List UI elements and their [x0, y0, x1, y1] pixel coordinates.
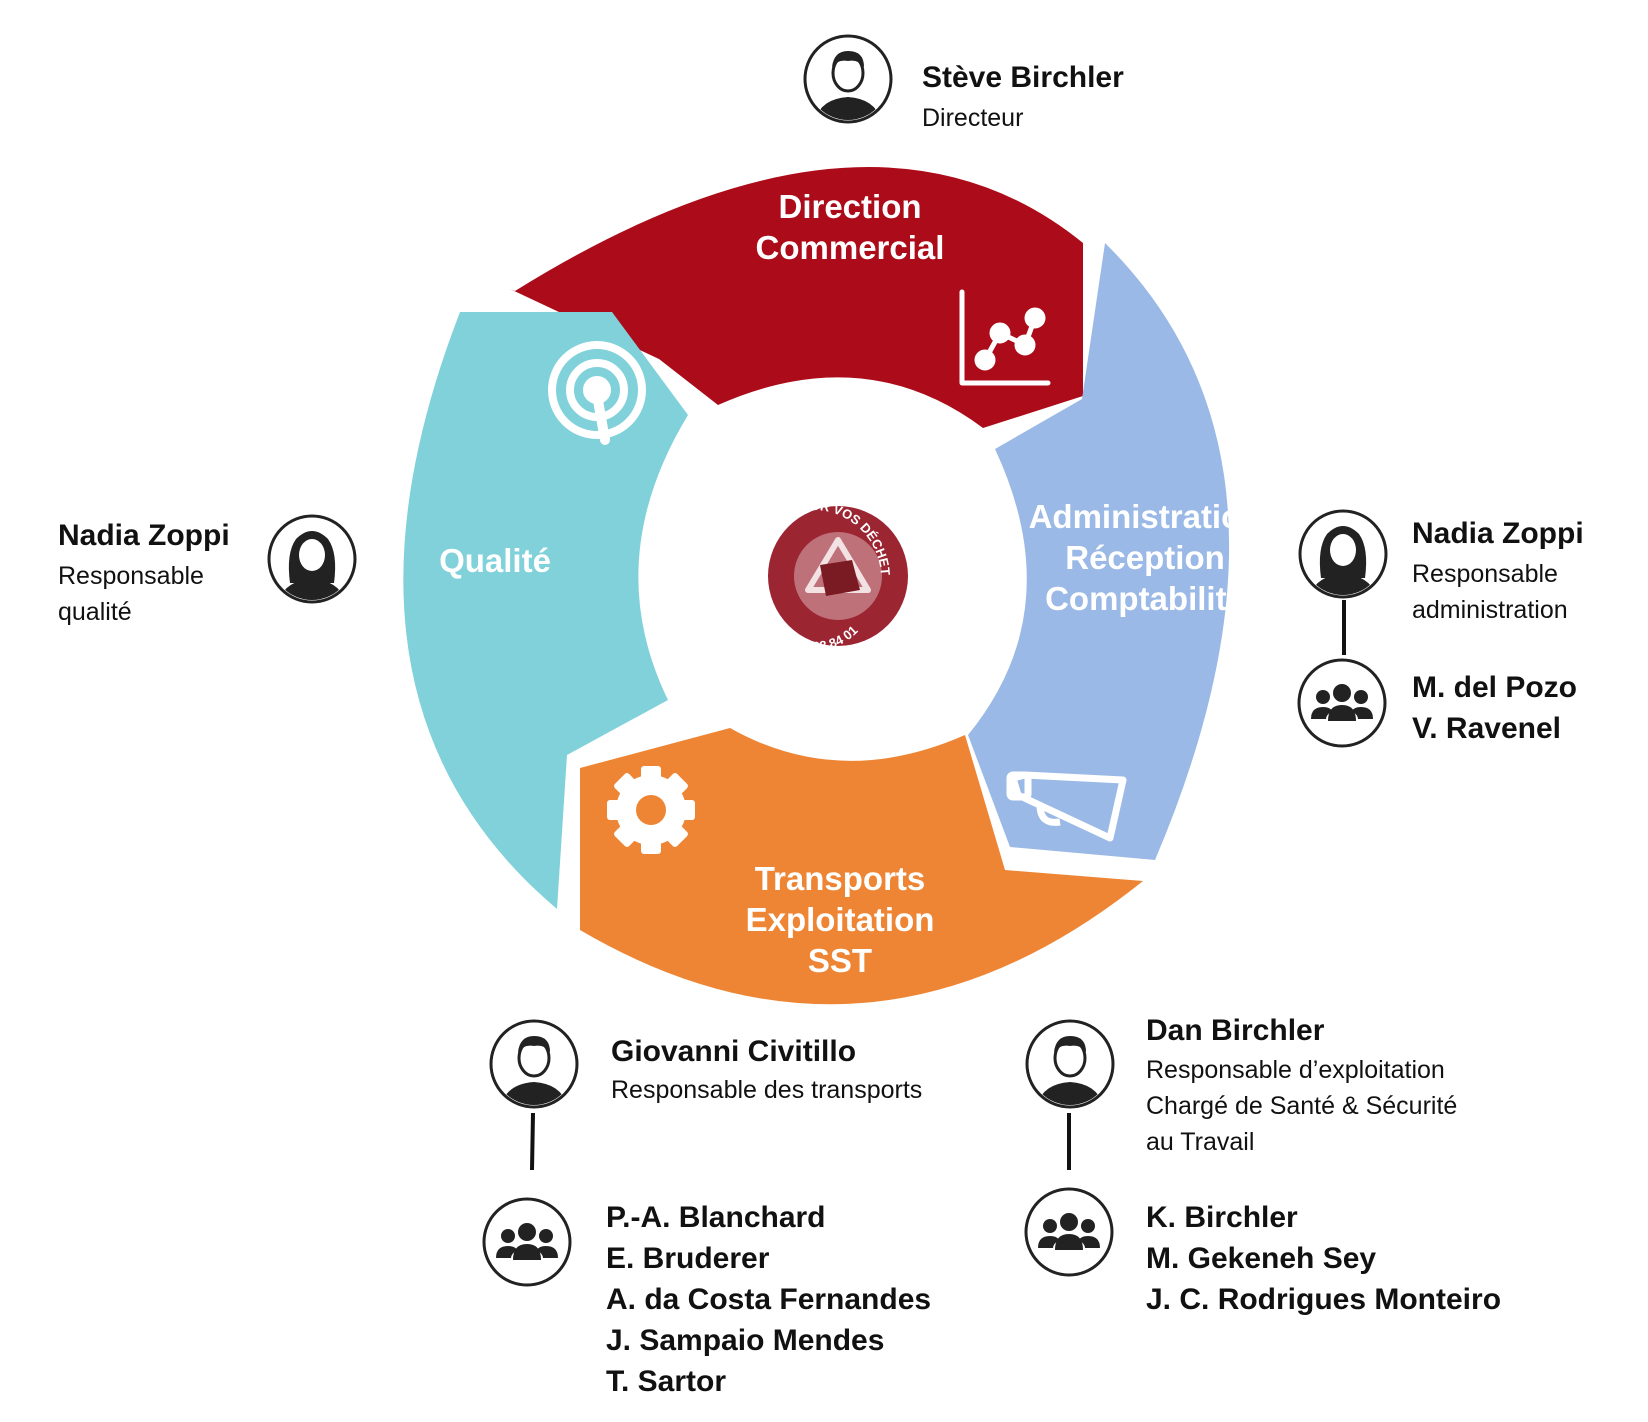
- segment-qualite: [403, 312, 688, 909]
- exploitation-team-list: K. Birchler M. Gekeneh Sey J. C. Rodrigu…: [1146, 1197, 1501, 1320]
- label-line: Exploitation: [745, 901, 935, 938]
- team-member: K. Birchler: [1146, 1201, 1298, 1234]
- admin-role-line: administration: [1412, 596, 1568, 624]
- megaphone-icon: [1006, 771, 1127, 842]
- exploitation-name: Dan Birchler: [1146, 1014, 1325, 1047]
- gear-tooth: [607, 800, 627, 820]
- chart-icon: [959, 289, 1051, 386]
- admin-role-line: Responsable: [1412, 560, 1558, 588]
- gear-tooth: [662, 773, 688, 799]
- label-administration: Administration Réception Comptabilité: [1000, 496, 1290, 619]
- avatar-admin: [1300, 511, 1386, 600]
- label-transports: Transports Exploitation SST: [700, 858, 980, 981]
- connector-transport: [530, 1112, 535, 1171]
- team-member: M. Gekeneh Sey: [1146, 1242, 1377, 1275]
- director-name: Stève Birchler: [922, 61, 1124, 94]
- director-role: Directeur: [922, 104, 1024, 132]
- admin-team-list: M. del Pozo V. Ravenel: [1412, 667, 1577, 749]
- label-line: Commercial: [755, 229, 945, 266]
- gear-tooth: [641, 766, 661, 786]
- team-member: V. Ravenel: [1412, 712, 1561, 745]
- gear-tooth: [614, 821, 640, 847]
- team-member: M. del Pozo: [1412, 671, 1577, 704]
- transport-name: Giovanni Civitillo: [611, 1035, 857, 1068]
- quality-name: Nadia Zoppi: [58, 519, 230, 552]
- team-icon-admin: [1297, 658, 1387, 748]
- quality-role-line: qualité: [58, 598, 132, 626]
- team-member: J. C. Rodrigues Monteiro: [1146, 1283, 1502, 1316]
- gear-tooth: [641, 834, 661, 854]
- team-member: J. Sampaio Mendes: [606, 1324, 885, 1357]
- team-icon-transport: [482, 1197, 572, 1287]
- label-line: Qualité: [439, 542, 551, 579]
- label-line: SST: [807, 942, 873, 979]
- label-line: Direction: [778, 188, 922, 225]
- label-direction-commercial: Direction Commercial: [700, 186, 1000, 268]
- quality-role-line: Responsable: [58, 562, 204, 590]
- label-qualite: Qualité: [400, 540, 590, 581]
- label-line: Administration: [1028, 498, 1262, 535]
- exploitation-role-line: Chargé de Santé & Sécurité: [1146, 1092, 1458, 1120]
- team-member: P.-A. Blanchard: [606, 1201, 826, 1234]
- label-line: Réception: [1065, 539, 1225, 576]
- transport-team-list: P.-A. Blanchard E. Bruderer A. da Costa …: [606, 1197, 931, 1402]
- target-icon: [548, 341, 646, 445]
- exploitation-role-line: au Travail: [1146, 1128, 1255, 1156]
- segment-administration: [968, 243, 1230, 860]
- gear-tooth: [662, 821, 688, 847]
- avatar-director: [805, 36, 891, 125]
- avatar-exploitation: [1027, 1021, 1113, 1110]
- avatar-transport: [491, 1021, 577, 1110]
- label-line: Comptabilité: [1045, 580, 1245, 617]
- gear-tooth: [614, 773, 640, 799]
- segment-direction-commercial: [510, 167, 1083, 428]
- gear-icon: [607, 766, 695, 854]
- label-line: Transports: [754, 860, 926, 897]
- team-member: T. Sartor: [606, 1365, 727, 1398]
- team-icon-exploitation: [1024, 1187, 1114, 1277]
- exploitation-role-line: Responsable d’exploitation: [1146, 1056, 1445, 1084]
- team-member: E. Bruderer: [606, 1242, 770, 1275]
- gear-tooth: [675, 800, 695, 820]
- transport-role: Responsable des transports: [611, 1076, 923, 1104]
- segment-transports: [580, 728, 1143, 1005]
- admin-name: Nadia Zoppi: [1412, 517, 1584, 550]
- avatar-quality: [269, 516, 355, 605]
- team-member: A. da Costa Fernandes: [606, 1283, 932, 1316]
